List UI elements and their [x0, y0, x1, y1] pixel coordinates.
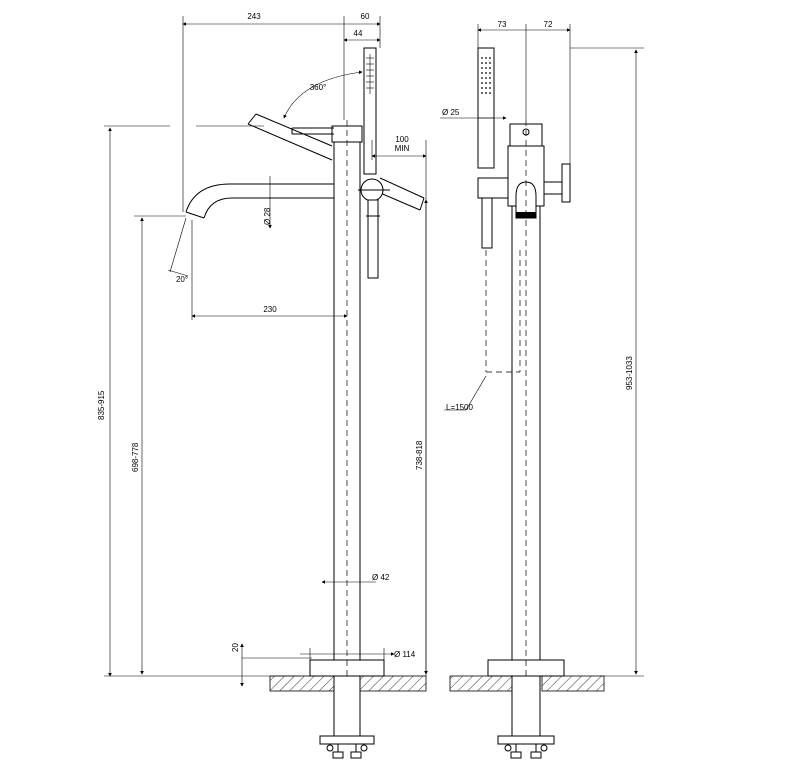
dim-spout-angle: 20° [176, 275, 188, 284]
side-floor-right [541, 675, 605, 692]
side-shower-nozzles [481, 57, 491, 94]
front-hand-shower [363, 47, 377, 175]
dim-height-835: 835-915 [97, 390, 106, 420]
dim-100: 100 [395, 135, 409, 144]
dim-height-698: 698-778 [131, 442, 140, 472]
dim-height-953: 953-1033 [625, 356, 634, 390]
dim-spout-reach: 230 [263, 305, 277, 314]
side-connectors [504, 744, 548, 759]
side-view [440, 24, 644, 759]
dim-shower-dia: Ø 25 [442, 108, 460, 117]
dim-min: MIN [395, 144, 410, 153]
dim-height-738: 738-818 [415, 440, 424, 470]
front-floor-left [269, 675, 337, 692]
side-underfloor-pipe [511, 675, 541, 737]
dim-base-height: 20 [231, 643, 240, 652]
front-underfloor-flange [319, 735, 375, 745]
front-connectors [326, 744, 368, 759]
dim-44: 44 [354, 29, 363, 38]
dim-base-dia: Ø 114 [394, 650, 416, 659]
dim-pipe-dia: Ø 42 [372, 573, 390, 582]
dim-side-73: 73 [498, 20, 507, 29]
front-floor-right [359, 675, 427, 692]
side-underfloor-flange [497, 735, 555, 745]
side-floor-left [449, 675, 513, 692]
dim-spout-dia: Ø 28 [263, 207, 272, 225]
side-hand-shower [477, 47, 495, 169]
front-rotated-spout [247, 113, 425, 211]
dim-243: 243 [247, 12, 261, 21]
dim-60: 60 [361, 12, 370, 21]
dim-rotation: 360° [310, 83, 327, 92]
dim-side-72: 72 [544, 20, 553, 29]
front-view [104, 16, 428, 759]
front-shower-rod [367, 199, 379, 279]
front-rotation-arc [283, 70, 363, 119]
front-shower-nozzles [366, 57, 374, 89]
front-underfloor-pipe [333, 675, 361, 737]
front-spout [185, 183, 334, 213]
side-shower-holder [477, 177, 509, 199]
dim-hose-length: L=1500 [446, 403, 473, 412]
